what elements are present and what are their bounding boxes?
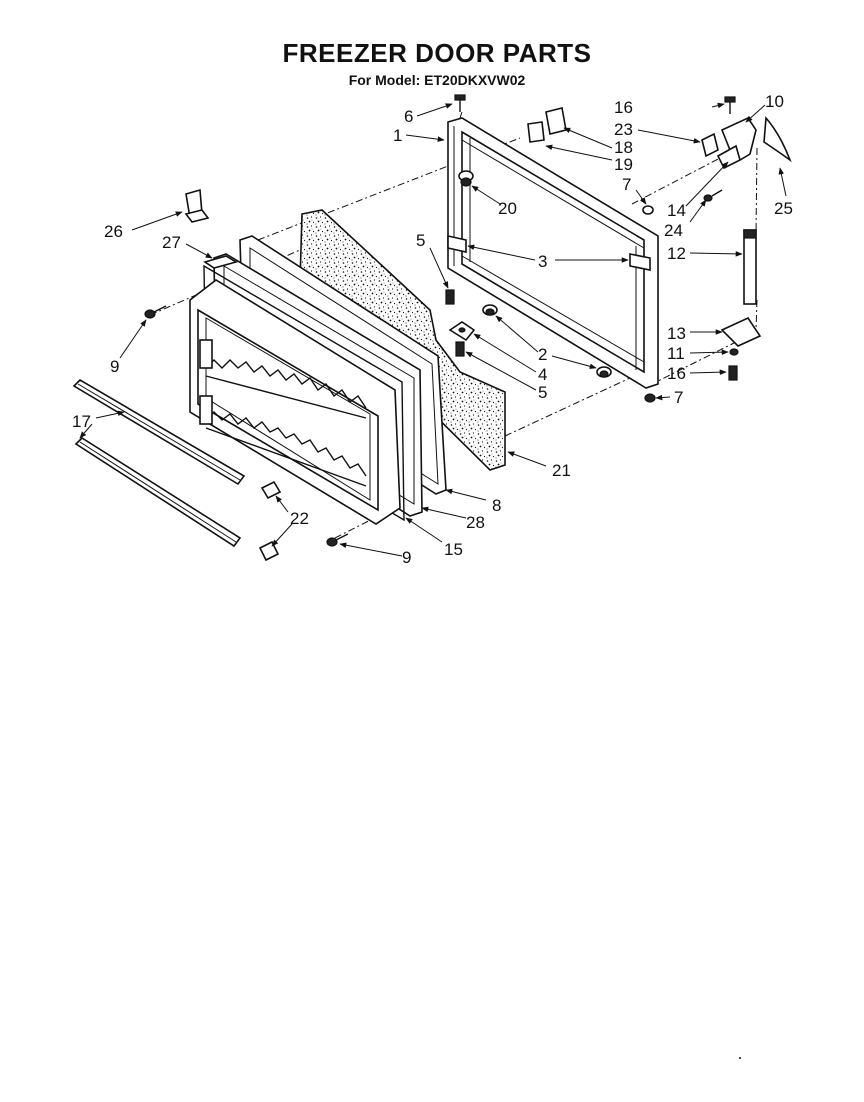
screw-part-5-upper bbox=[445, 289, 455, 305]
callout-5-upper: 5 bbox=[416, 231, 425, 250]
hinge-brackets-part-3 bbox=[447, 235, 651, 271]
screw-part-24 bbox=[703, 189, 723, 202]
callout-24: 24 bbox=[664, 221, 683, 240]
breaker-strip-part-27 bbox=[203, 255, 239, 269]
cam-part-4 bbox=[448, 321, 476, 342]
callout-18: 18 bbox=[614, 138, 633, 157]
callout-9-bottom: 9 bbox=[402, 548, 411, 567]
screw-part-5-lower bbox=[455, 341, 465, 357]
callout-22: 22 bbox=[290, 509, 309, 528]
callout-labels: 1 2 3 4 5 5 6 7 7 8 9 9 10 11 12 13 14 1… bbox=[72, 92, 793, 567]
callout-14: 14 bbox=[667, 201, 686, 220]
door-inner-liner bbox=[189, 279, 401, 525]
callout-15: 15 bbox=[444, 540, 463, 559]
callout-9-left: 9 bbox=[110, 357, 119, 376]
callout-25: 25 bbox=[774, 199, 793, 218]
callout-26: 26 bbox=[104, 222, 123, 241]
bracket-part-26 bbox=[184, 188, 210, 223]
callout-7-lower: 7 bbox=[674, 388, 683, 407]
screw-part-6 bbox=[454, 94, 466, 112]
callout-16-upper: 16 bbox=[614, 98, 633, 117]
callout-2: 2 bbox=[538, 345, 547, 364]
scan-speck bbox=[739, 1057, 741, 1059]
callout-23: 23 bbox=[614, 120, 633, 139]
screw-part-9-upper bbox=[144, 305, 167, 319]
model-subtitle: For Model: ET20DKXVW02 bbox=[348, 72, 526, 88]
callout-16-lower: 16 bbox=[667, 364, 686, 383]
hinge-part-14 bbox=[716, 144, 741, 170]
plug-part-20 bbox=[458, 170, 474, 187]
callout-10: 10 bbox=[765, 92, 784, 111]
trim-strip-part-17-lower bbox=[74, 436, 242, 548]
callout-17: 17 bbox=[72, 412, 91, 431]
callout-7-upper: 7 bbox=[622, 175, 631, 194]
door-frame-part-1 bbox=[447, 117, 659, 389]
callout-6: 6 bbox=[404, 107, 413, 126]
end-cap-part-22-upper bbox=[260, 480, 282, 500]
callout-8: 8 bbox=[492, 496, 501, 515]
hinge-pins-part-2 bbox=[482, 304, 612, 378]
screw-part-16-lower bbox=[728, 365, 738, 381]
callout-12: 12 bbox=[667, 244, 686, 263]
label-parts-18-19 bbox=[527, 107, 567, 143]
hinge-part-13 bbox=[720, 316, 762, 347]
bushing-part-7-lower bbox=[644, 393, 656, 403]
end-cap-part-22-lower bbox=[258, 540, 280, 562]
callout-21: 21 bbox=[552, 461, 571, 480]
callout-5-lower: 5 bbox=[538, 383, 547, 402]
hinge-cover-part-25 bbox=[763, 116, 792, 163]
washer-part-11 bbox=[729, 348, 739, 356]
callout-20: 20 bbox=[498, 199, 517, 218]
handle-part-12 bbox=[743, 229, 757, 305]
label-part-23 bbox=[701, 132, 719, 158]
screws bbox=[144, 94, 739, 547]
trim-strip-part-17-upper bbox=[72, 378, 246, 486]
screw-part-16-upper bbox=[724, 96, 736, 114]
callout-28: 28 bbox=[466, 513, 485, 532]
shelf-ribs-upper bbox=[205, 359, 367, 419]
callout-19: 19 bbox=[614, 155, 633, 174]
leader-lines bbox=[79, 102, 787, 557]
callout-3: 3 bbox=[538, 252, 547, 271]
callout-11: 11 bbox=[667, 344, 685, 363]
page-title: FREEZER DOOR PARTS bbox=[282, 38, 592, 68]
shelf-ribs-lower bbox=[205, 411, 367, 487]
callout-4: 4 bbox=[538, 365, 547, 384]
callout-13: 13 bbox=[667, 324, 686, 343]
callout-1: 1 bbox=[393, 126, 402, 145]
screw-part-9-lower bbox=[326, 533, 349, 547]
bushing-part-7-upper bbox=[642, 205, 654, 215]
callout-27: 27 bbox=[162, 233, 181, 252]
